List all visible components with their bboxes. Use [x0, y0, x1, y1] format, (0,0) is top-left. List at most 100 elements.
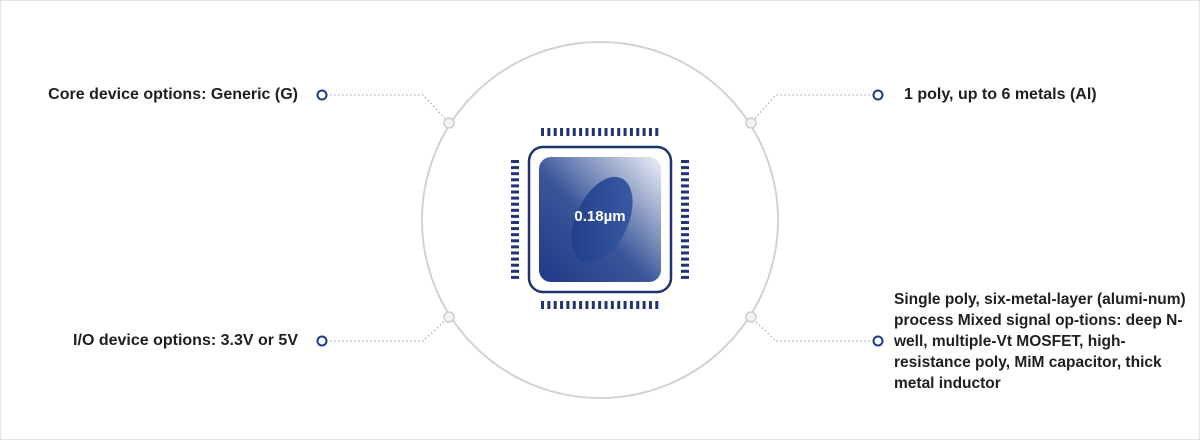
chip-pin [598, 301, 602, 309]
process-options-label: Single poly, six-metal-layer (alumi-num)… [894, 291, 1186, 392]
marker-metals [872, 89, 884, 101]
chip-pin [681, 233, 689, 237]
chip-pin [636, 128, 640, 136]
marker-process [872, 335, 884, 347]
chip-pin [629, 128, 633, 136]
chip-pin [511, 160, 519, 163]
marker-core [316, 89, 328, 101]
chip-pin [591, 128, 595, 136]
chip-pin [648, 301, 652, 309]
chip-pin [681, 221, 689, 224]
leader-metals [750, 94, 878, 124]
chip-pin [560, 128, 564, 136]
chip-pin [511, 178, 519, 182]
chip-pin [681, 208, 689, 212]
chip-pin [642, 128, 646, 136]
chip-pin [560, 301, 564, 309]
chip-pin [648, 128, 652, 136]
leader-io [322, 316, 450, 342]
chip-pin [636, 301, 640, 309]
chip-pin [681, 275, 689, 279]
chip-pin [511, 190, 519, 194]
chip-process-node-label: 0.18µm [574, 208, 626, 225]
chip-pin [617, 128, 621, 136]
outer-ring [421, 41, 779, 399]
chip-pin [566, 128, 570, 136]
chip-pin [681, 227, 689, 231]
chip-pin [511, 172, 519, 176]
chip-pins-left [511, 160, 519, 279]
chip-pin [511, 239, 519, 243]
leader-core [322, 94, 450, 124]
chip-pin [511, 184, 519, 188]
chip-pin [511, 257, 519, 261]
chip-oval [571, 176, 633, 264]
chip-pin [681, 269, 689, 273]
chip-pin [553, 301, 557, 309]
chip-pin [511, 263, 519, 267]
chip-pin [511, 221, 519, 224]
chip-pin [681, 239, 689, 243]
marker-io [316, 335, 328, 347]
chip-pin [604, 128, 608, 136]
chip-pin [591, 301, 595, 309]
chip-pin [617, 301, 621, 309]
chip-pin [511, 166, 519, 170]
chip-pin [681, 214, 689, 218]
anchor-dot-metals [745, 117, 757, 129]
chip-pin [681, 245, 689, 249]
chip-pin [610, 301, 614, 309]
chip-pin [655, 301, 659, 309]
metal-stack-label: 1 poly, up to 6 metals (Al) [904, 86, 1097, 103]
chip-pin [681, 190, 689, 194]
chip-pin [511, 269, 519, 273]
chip-pin [511, 208, 519, 212]
chip-pin [572, 301, 576, 309]
chip-pin [511, 275, 519, 279]
chip-pin [511, 227, 519, 231]
chip-pin [511, 245, 519, 249]
chip-pin [541, 301, 544, 309]
chip-pin [598, 128, 602, 136]
chip-pin [681, 172, 689, 176]
chip-pins-bottom [541, 301, 659, 309]
chip-pin [681, 257, 689, 261]
chip-pin [604, 301, 608, 309]
chip-pin [655, 128, 659, 136]
chip-pin [579, 301, 583, 309]
chip-pin [585, 301, 589, 309]
chip-pin [681, 202, 689, 206]
chip-pin [566, 301, 570, 309]
chip-pin [629, 301, 633, 309]
chip-pin [681, 166, 689, 170]
chip-pin [511, 202, 519, 206]
chip-pin [681, 196, 689, 200]
chip-pin [681, 251, 689, 255]
chip-pin [681, 184, 689, 188]
chip-pin [553, 128, 557, 136]
leader-process [750, 316, 878, 342]
chip-pin [585, 128, 589, 136]
chip-pin [511, 214, 519, 218]
chip-pin [681, 263, 689, 267]
chip-pin [541, 128, 544, 136]
chip-pin [681, 160, 689, 163]
chip-pin [511, 233, 519, 237]
chip-pin [511, 196, 519, 200]
chip-pin [610, 128, 614, 136]
anchor-dot-io [443, 311, 455, 323]
chip-pin [681, 178, 689, 182]
chip-pins-right [681, 160, 689, 279]
anchor-dot-core [443, 117, 455, 129]
chip-pin [642, 301, 646, 309]
chip-pin [623, 301, 627, 309]
chip-pin [547, 128, 551, 136]
chip-pin [623, 128, 627, 136]
chip-pin [579, 128, 583, 136]
chip-pin [511, 251, 519, 255]
core-device-options-label: Core device options: Generic (G) [48, 86, 298, 103]
chip-pins-top [541, 128, 659, 136]
chip-pin [572, 128, 576, 136]
chip-pin [547, 301, 551, 309]
